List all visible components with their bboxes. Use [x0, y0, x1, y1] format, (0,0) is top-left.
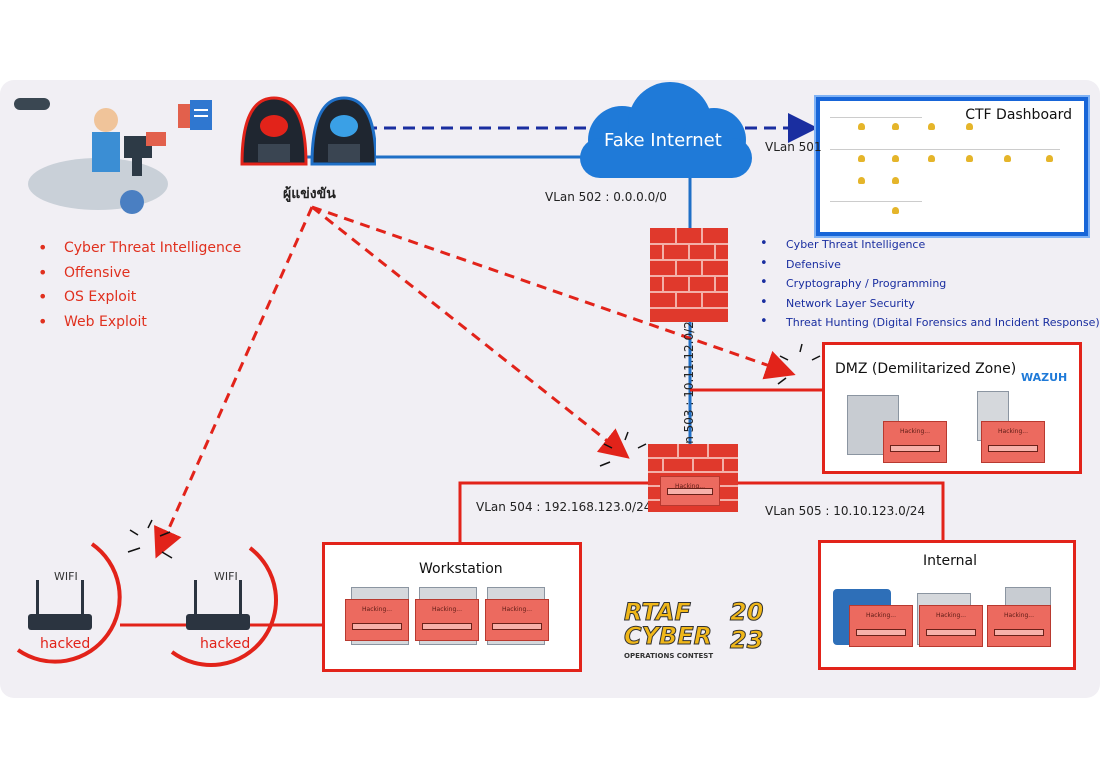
link-core-workstation	[458, 481, 648, 542]
document-icon	[178, 100, 212, 130]
document-icon	[146, 132, 166, 146]
blue-topic-item: Cyber Threat Intelligence	[760, 236, 1100, 258]
workstation-title: Workstation	[419, 561, 503, 577]
perimeter-firewall-icon	[650, 228, 728, 322]
workstation-zone: Workstation Hacking... Hacking... Hackin…	[322, 542, 582, 672]
wifi-status: hacked	[200, 636, 251, 652]
hacking-popup: Hacking...	[919, 605, 983, 647]
hacking-popup: Hacking...	[485, 599, 549, 641]
magnifier-icon	[120, 190, 144, 214]
blue-topic-item: Defensive	[760, 256, 1100, 278]
hacking-popup: Hacking...	[849, 605, 913, 647]
red-topic-item: Offensive	[38, 263, 241, 290]
hacker-blue-icon	[310, 96, 376, 166]
ctf-dashboard-title: CTF Dashboard	[965, 107, 1072, 123]
impact-burst-icon	[599, 431, 647, 467]
vlan-505-label: VLan 505 : 10.10.123.0/24	[765, 504, 926, 518]
hacking-popup: Hacking...	[345, 599, 409, 641]
red-team-topics: Cyber Threat Intelligence Offensive OS E…	[38, 238, 241, 339]
vlan-501-label: VLan 501	[765, 140, 822, 154]
attackers-label: ผู้แข่งขัน	[283, 186, 336, 202]
red-topic-item: Cyber Threat Intelligence	[38, 238, 241, 265]
blue-topic-item: Cryptography / Programming	[760, 275, 1100, 297]
wazuh-logo: WAZUH	[1021, 371, 1068, 384]
wifi-router-icon	[186, 580, 250, 630]
hacking-popup: Hacking...	[415, 599, 479, 641]
attackers-group	[240, 96, 376, 166]
wifi-label: WIFI	[214, 570, 238, 583]
wifi-hacked-arc	[16, 542, 122, 664]
impact-burst-icon	[127, 519, 173, 559]
internal-title: Internal	[923, 553, 977, 569]
cloud-label: Fake Internet	[604, 130, 722, 151]
wifi-status: hacked	[40, 636, 91, 652]
rtaf-cyber-logo: RTAF CYBER 20 23 OPERATIONS CONTEST	[623, 598, 764, 661]
attack-arrow-firewall	[311, 205, 630, 459]
wifi-hacked-arc	[170, 546, 278, 667]
hacking-popup: Hacking...	[883, 421, 947, 463]
red-topic-item: Web Exploit	[38, 312, 241, 339]
red-topic-item: OS Exploit	[38, 287, 241, 314]
wifi-label: WIFI	[54, 570, 78, 583]
vlan-502-label: VLan 502 : 0.0.0.0/0	[545, 190, 667, 204]
dmz-title: DMZ (Demilitarized Zone)	[835, 361, 1017, 377]
hacking-popup: Hacking...	[981, 421, 1045, 463]
blue-team-topics: Cyber Threat Intelligence Defensive Cryp…	[760, 236, 1100, 336]
wifi-router-icon	[28, 580, 92, 630]
hacking-popup: Hacking...	[660, 476, 720, 506]
attack-arrow-wifi	[154, 206, 314, 559]
blue-topic-item: Threat Hunting (Digital Forensics and In…	[760, 314, 1100, 336]
hacker-red-icon	[240, 96, 308, 166]
ctf-dashboard-panel: CTF Dashboard	[816, 97, 1088, 236]
blue-topic-item: Network Layer Security	[760, 295, 1100, 317]
vlan-504-label: VLan 504 : 192.168.123.0/24	[476, 500, 652, 514]
threat-intel-illustration	[14, 98, 168, 214]
impact-burst-icon	[777, 343, 821, 385]
dmz-zone: DMZ (Demilitarized Zone) WAZUH Hacking..…	[822, 342, 1082, 474]
link-core-internal	[738, 481, 945, 540]
binoculars-icon	[14, 98, 50, 110]
internal-zone: Internal Hacking... Hacking... Hacking..…	[818, 540, 1076, 670]
hacking-popup: Hacking...	[987, 605, 1051, 647]
fake-internet-cloud	[580, 82, 752, 178]
